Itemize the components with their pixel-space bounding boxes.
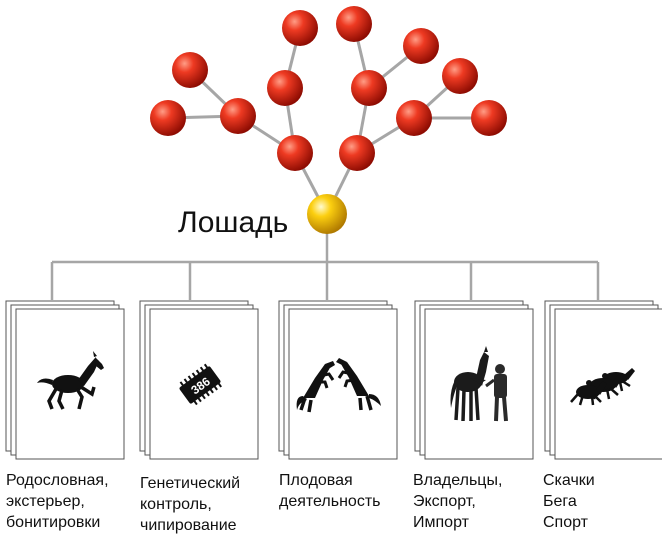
caption-line: Генетический <box>140 475 241 492</box>
caption-line: деятельность <box>279 493 381 510</box>
caption-line: экстерьер, <box>6 493 85 510</box>
root-label: Лошадь <box>178 206 289 239</box>
racing-horses-icon <box>570 368 635 406</box>
caption-line: Спорт <box>543 514 588 531</box>
tree-node <box>150 100 186 136</box>
rearing-horses-icon <box>296 358 381 413</box>
tree-node <box>220 98 256 134</box>
card-sheet <box>288 308 398 460</box>
category-connectors <box>50 230 600 300</box>
tree-node <box>172 52 208 88</box>
category-cards <box>5 300 662 460</box>
caption-line: контроль, <box>140 496 212 513</box>
caption-line: Экспорт, <box>413 493 476 510</box>
card-stack <box>278 300 398 460</box>
tree-connectors <box>167 23 489 215</box>
caption-line: чипирование <box>140 517 237 534</box>
category-caption-genetics: Генетический контроль, чипирование <box>140 473 240 536</box>
trotting-horse-icon <box>37 351 104 410</box>
category-icons: 386 <box>37 340 635 426</box>
tree-node <box>396 100 432 136</box>
tree-nodes <box>150 6 507 171</box>
caption-line: Родословная, <box>6 472 109 489</box>
tree-node <box>277 135 313 171</box>
tree-node <box>267 70 303 106</box>
caption-line: Скачки <box>543 472 595 489</box>
tree-node <box>442 58 478 94</box>
tree-node <box>336 6 372 42</box>
tree-node <box>351 70 387 106</box>
owner-with-horse-icon <box>443 340 516 426</box>
category-caption-owners: Владельцы, Экспорт, Импорт <box>413 470 502 533</box>
category-caption-pedigree: Родословная, экстерьер, бонитировки <box>6 470 109 533</box>
root-node <box>307 194 347 234</box>
caption-line: Бега <box>543 493 577 510</box>
tree-node <box>471 100 507 136</box>
tree-node <box>403 28 439 64</box>
caption-line: Импорт <box>413 514 469 531</box>
category-caption-breeding: Плодовая деятельность <box>279 470 380 512</box>
caption-line: бонитировки <box>6 514 101 531</box>
category-caption-racing: Скачки Бега Спорт <box>543 470 595 533</box>
caption-line: Плодовая <box>279 472 353 489</box>
caption-line: Владельцы, <box>413 472 503 489</box>
tree-node <box>339 135 375 171</box>
tree-node <box>282 10 318 46</box>
microchip-icon: 386 <box>179 363 222 406</box>
